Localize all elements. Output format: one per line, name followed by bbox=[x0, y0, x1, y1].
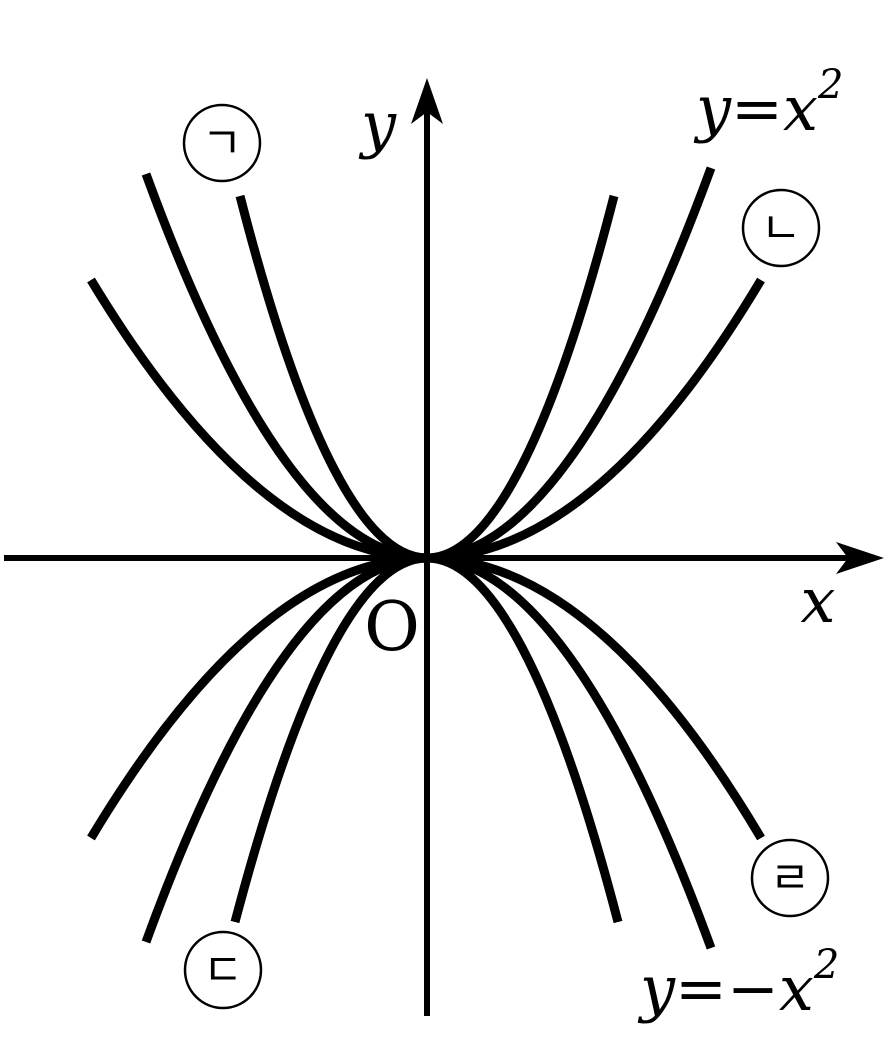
tag-3-label: ㄷ bbox=[203, 945, 243, 996]
tag-4-label: ㄹ bbox=[770, 853, 810, 904]
tag-2-circle bbox=[741, 188, 821, 268]
tag-1: ㄱ bbox=[182, 103, 262, 183]
tag-3-circle bbox=[183, 930, 263, 1010]
origin-label: O bbox=[364, 588, 420, 667]
formula-lower: y=−x2 bbox=[637, 942, 839, 1025]
x-axis-arrow bbox=[836, 542, 884, 574]
tag-1-circle bbox=[182, 103, 262, 183]
curve-wide-down bbox=[87, 553, 765, 841]
tag-2-label: ㄴ bbox=[761, 203, 801, 254]
tag-3: ㄷ bbox=[183, 930, 263, 1010]
y-axis-label: y bbox=[358, 88, 397, 161]
formula-upper: y=x2 bbox=[693, 62, 843, 145]
tag-4: ㄹ bbox=[750, 838, 830, 918]
tag-2: ㄴ bbox=[741, 188, 821, 268]
y-axis-arrow bbox=[411, 78, 443, 124]
tag-4-circle bbox=[750, 838, 830, 918]
x-axis-label: x bbox=[801, 564, 836, 637]
tag-1-label: ㄱ bbox=[202, 118, 242, 169]
